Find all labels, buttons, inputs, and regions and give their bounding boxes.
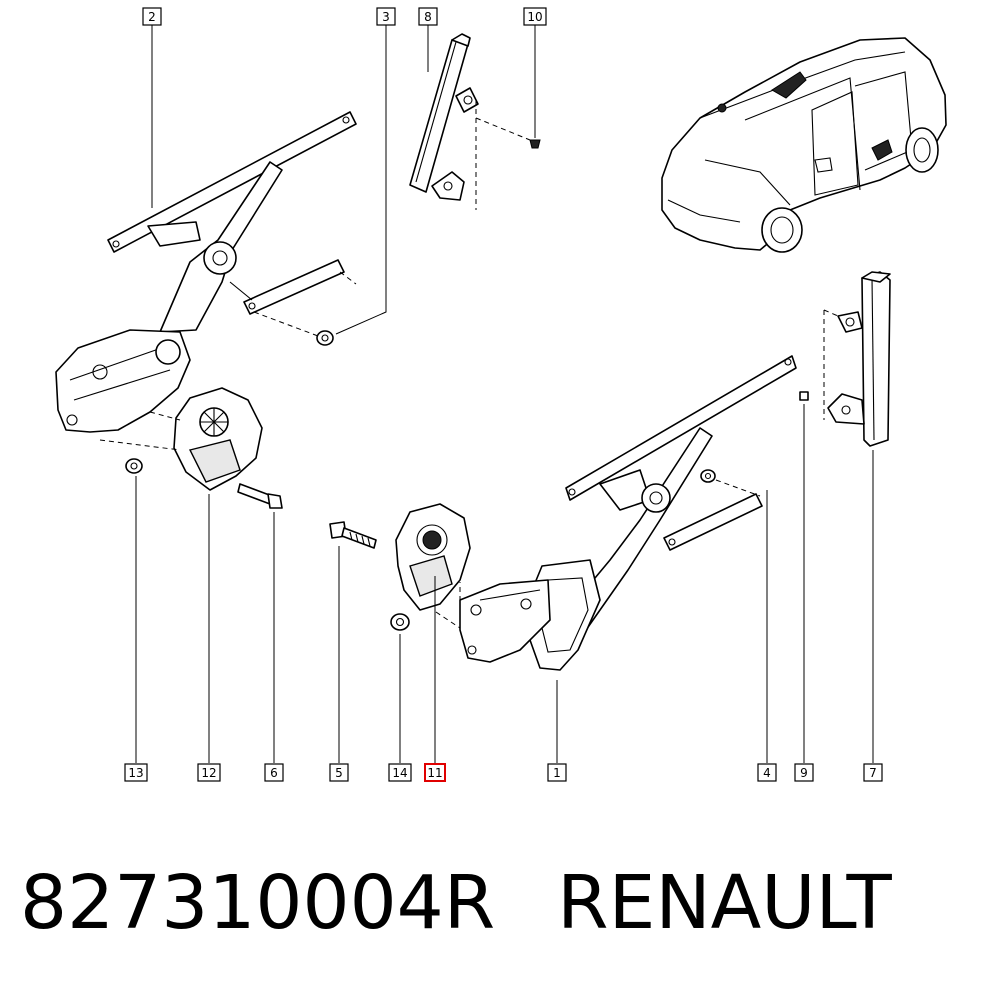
callout-14[interactable]: 14	[388, 763, 412, 782]
left-regulator-assembly	[55, 111, 357, 509]
callout-8[interactable]: 8	[418, 7, 438, 26]
svg-text:7: 7	[869, 766, 877, 780]
callout-5[interactable]: 5	[329, 763, 349, 782]
callout-10[interactable]: 10	[523, 7, 547, 26]
svg-text:14: 14	[392, 766, 407, 780]
svg-text:5: 5	[335, 766, 343, 780]
callout-11-highlighted[interactable]: 11	[424, 763, 446, 782]
callout-1[interactable]: 1	[547, 763, 567, 782]
callout-4[interactable]: 4	[757, 763, 777, 782]
car-illustration	[661, 37, 947, 253]
svg-text:3: 3	[382, 10, 390, 24]
callouts: 2 3 8 10 13 12 6 5	[124, 7, 883, 782]
svg-text:1: 1	[553, 766, 561, 780]
svg-text:9: 9	[800, 766, 808, 780]
svg-text:12: 12	[201, 766, 216, 780]
callout-7[interactable]: 7	[863, 763, 883, 782]
run-channel-left	[409, 33, 541, 210]
brand-name: RENAULT	[557, 860, 892, 946]
svg-text:6: 6	[270, 766, 278, 780]
svg-text:4: 4	[763, 766, 771, 780]
leader-lines	[135, 25, 874, 763]
callout-3[interactable]: 3	[376, 7, 396, 26]
footer-caption: 827310004R RENAULT	[20, 858, 892, 948]
svg-text:13: 13	[128, 766, 143, 780]
callout-6[interactable]: 6	[264, 763, 284, 782]
callout-9[interactable]: 9	[794, 763, 814, 782]
svg-text:11: 11	[427, 766, 442, 780]
run-channel-right	[799, 271, 891, 447]
svg-text:10: 10	[527, 10, 542, 24]
callout-13[interactable]: 13	[124, 763, 148, 782]
right-regulator-assembly	[329, 355, 797, 671]
callout-2[interactable]: 2	[142, 7, 162, 26]
part-number: 827310004R	[20, 860, 496, 946]
svg-text:2: 2	[148, 10, 156, 24]
callout-12[interactable]: 12	[197, 763, 221, 782]
svg-text:8: 8	[424, 10, 432, 24]
